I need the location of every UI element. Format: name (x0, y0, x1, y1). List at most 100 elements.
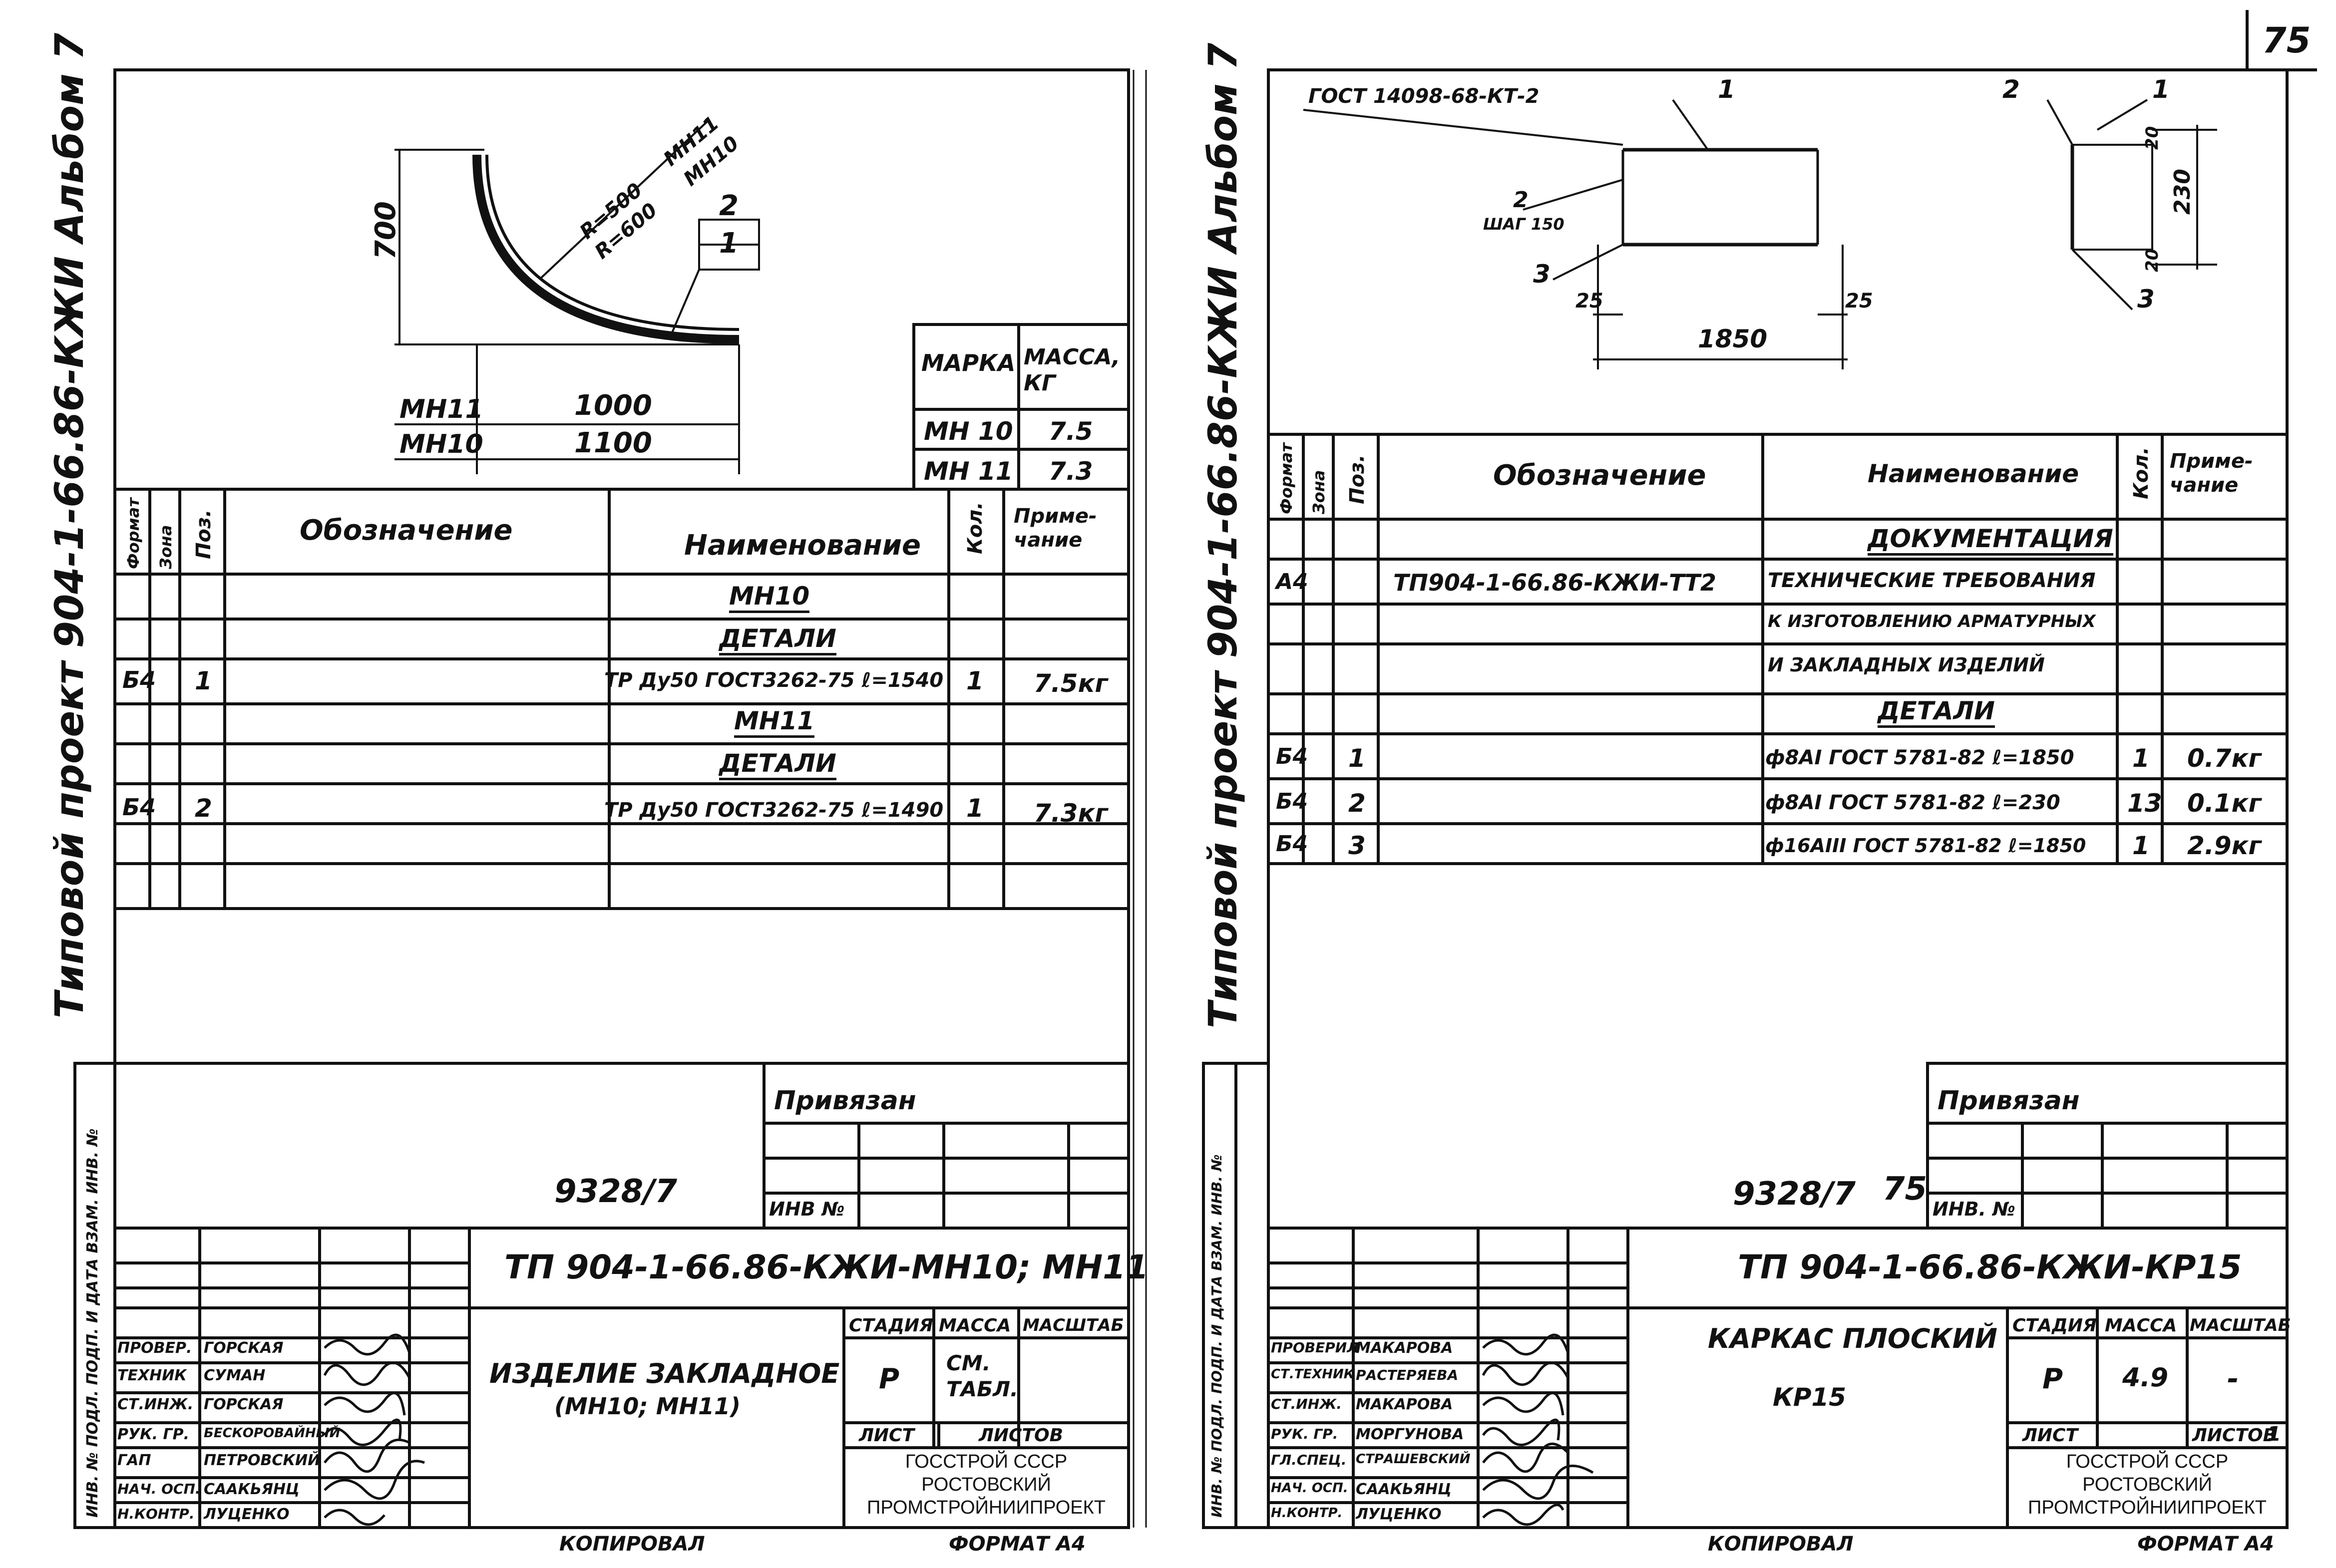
spec-row-name: ТР Ду50 ГОСТ3262-75 ℓ=1490 (604, 799, 944, 822)
spec-row-pos: 2 (195, 794, 212, 823)
spec-header-designation: Обозначение (1493, 459, 1706, 492)
format-label: ФОРМАТ А4 (949, 1533, 1086, 1556)
spec-row-qty: 1 (2132, 744, 2150, 773)
spec-row-note: 2.9кг (2187, 831, 2262, 860)
spec-row-heading: ДОКУМЕНТАЦИЯ (1868, 524, 2113, 556)
spec-row-name: ф8АI ГОСТ 5781-82 ℓ=230 (1765, 791, 2060, 814)
mass-value: СМ. ТАБЛ. (946, 1351, 1019, 1401)
section-dim-20-bottom: 20 (2142, 248, 2162, 272)
person-role: НАЧ. ОСП. (117, 1481, 201, 1497)
mass-table-header-mass: МАССА, КГ (1024, 344, 1121, 396)
spec-row-heading: ДЕТАЛИ (1878, 696, 1995, 728)
person-name: МАКАРОВА (1356, 1396, 1453, 1413)
spec-header-qty: Кол. (2130, 447, 2153, 499)
pos-2: 2 (1513, 187, 1529, 213)
spec-row-pos: 3 (1348, 831, 1366, 860)
person-name: ГОРСКАЯ (204, 1339, 284, 1357)
drawing-name-2: (МН10; МН11) (554, 1393, 741, 1420)
spec-header-name: Наименование (1868, 459, 2079, 488)
drawing-code: ТП 904-1-66.86-КЖИ-КР15 (1738, 1248, 2242, 1286)
person-role: Н.КОНТР. (117, 1506, 195, 1522)
dim-side-right: 25 (1845, 290, 1873, 313)
spec-row-heading: МН11 (734, 706, 815, 738)
person-role: СТ.ИНЖ. (117, 1396, 194, 1413)
org-line-2: РОСТОВСКИЙ (921, 1474, 1051, 1495)
spec-row-format: Б4 (1276, 789, 1308, 814)
section-dim-20-top: 20 (2142, 126, 2162, 150)
signatures (323, 1333, 1594, 1526)
spec-row-note: 0.7кг (2187, 744, 2262, 773)
person-name: МОРГУНОВА (1356, 1426, 1464, 1443)
pos-callout-1: 1 (719, 227, 739, 260)
stage-header: СТАДИЯ (849, 1315, 933, 1336)
person-name: СААКЬЯНЦ (1356, 1481, 1452, 1498)
archive-sheet: 75 (1883, 1171, 1928, 1208)
spec-header-format: Формат (124, 498, 143, 569)
section-pos-1: 1 (2152, 75, 2170, 104)
person-name: СТРАШЕВСКИЙ (1356, 1452, 1471, 1467)
person-role: НАЧ. ОСП. (1271, 1481, 1348, 1496)
org-line-3: ПРОМСТРОЙНИИПРОЕКТ (2028, 1497, 2267, 1518)
person-role: ГАП (117, 1452, 151, 1469)
org-line-3: ПРОМСТРОЙНИИПРОЕКТ (867, 1497, 1106, 1518)
scale-header: МАСШТАБ (2190, 1315, 2291, 1335)
step-label: ШАГ 150 (1483, 215, 1564, 234)
spec-row-heading: ДЕТАЛИ (719, 749, 836, 780)
dim-mark-1: МН11 (399, 394, 483, 424)
spec-row-designation: ТП904-1-66.86-КЖИ-ТТ2 (1393, 569, 1716, 596)
copied-label: КОПИРОВАЛ (559, 1533, 705, 1556)
spec-row-format: А4 (1276, 569, 1308, 595)
sheets-value: 1 (2267, 1423, 2281, 1446)
privyazan-label: Привязан (1938, 1086, 2080, 1116)
person-role: ГЛ.СПЕЦ. (1271, 1452, 1347, 1468)
inv-no-label: ИНВ № (769, 1198, 845, 1220)
drawing-name-2: КР15 (1773, 1383, 1847, 1412)
spec-row-name: ф8АI ГОСТ 5781-82 ℓ=1850 (1765, 746, 2074, 769)
spec-row-name: К ИЗГОТОВЛЕНИЮ АРМАТУРНЫХ (1768, 612, 2096, 631)
spec-row-format: Б4 (1276, 744, 1308, 769)
dim-length-1: 1000 (574, 389, 652, 422)
spec-row-note: 7.5кг (1034, 669, 1108, 698)
scale-header: МАСШТАБ (1023, 1315, 1124, 1335)
person-name: ЛУЦЕНКО (1356, 1506, 1442, 1523)
spec-row-name: ф16АIII ГОСТ 5781-82 ℓ=1850 (1765, 835, 2086, 857)
dim-length-2: 1100 (574, 427, 652, 459)
left-side-stamp: ИНВ. № ПОДЛ. ПОДП. И ДАТА ВЗАМ. ИНВ. № (84, 1128, 101, 1518)
person-name: ЛУЦЕНКО (204, 1506, 290, 1523)
person-role: Н.КОНТР. (1271, 1506, 1343, 1521)
section-dim-230: 230 (2170, 169, 2195, 215)
spec-header-format: Формат (1277, 443, 1296, 514)
spec-header-zone: Зона (1309, 470, 1328, 514)
sheet-header: ЛИСТ (859, 1425, 915, 1446)
section-pos-3: 3 (2137, 285, 2155, 314)
person-role: ТЕХНИК (117, 1367, 187, 1384)
right-side-stamp: ИНВ. № ПОДЛ. ПОДП. И ДАТА ВЗАМ. ИНВ. № (1208, 1154, 1225, 1518)
mass-table-mass-1: 7.5 (1049, 417, 1093, 446)
mass-table-mark-2: МН 11 (924, 457, 1013, 486)
person-name: СААКЬЯНЦ (204, 1481, 300, 1498)
spec-header-name: Наименование (684, 529, 921, 562)
person-name: ПЕТРОВСКИЙ (204, 1452, 321, 1469)
mass-table-header-mark: МАРКА (921, 349, 1016, 376)
dim-mark-2: МН10 (399, 429, 483, 459)
sheet-header: ЛИСТ (2022, 1425, 2078, 1446)
spec-row-heading: ДЕТАЛИ (719, 624, 836, 655)
spec-row-qty: 1 (966, 794, 984, 823)
organization: ГОССТРОЙ СССР РОСТОВСКИЙ ПРОМСТРОЙНИИПРО… (2007, 1450, 2287, 1519)
drawing-name: ИЗДЕЛИЕ ЗАКЛАДНОЕ (489, 1358, 840, 1389)
person-name: ГОРСКАЯ (204, 1396, 284, 1413)
spec-row-qty: 13 (2127, 789, 2162, 818)
sheets-header: ЛИСТОВ (979, 1425, 1064, 1446)
dim-height: 700 (370, 201, 402, 260)
stage-header: СТАДИЯ (2012, 1315, 2097, 1336)
gost-note: ГОСТ 14098-68-КТ-2 (1308, 85, 1540, 108)
person-name: РАСТЕРЯЕВА (1356, 1367, 1459, 1383)
spec-row-name: ТР Ду50 ГОСТ3262-75 ℓ=1540 (604, 669, 944, 692)
person-role: СТ.ТЕХНИК (1271, 1367, 1355, 1382)
archive-number: 9328/7 (1733, 1176, 1856, 1213)
mass-value: 4.9 (2122, 1363, 2169, 1393)
privyazan-label: Привязан (774, 1086, 916, 1116)
person-role: ПРОВЕР. (117, 1339, 192, 1357)
sheets-header: ЛИСТОВ (2192, 1425, 2277, 1446)
spec-row-pos: 1 (195, 666, 212, 695)
